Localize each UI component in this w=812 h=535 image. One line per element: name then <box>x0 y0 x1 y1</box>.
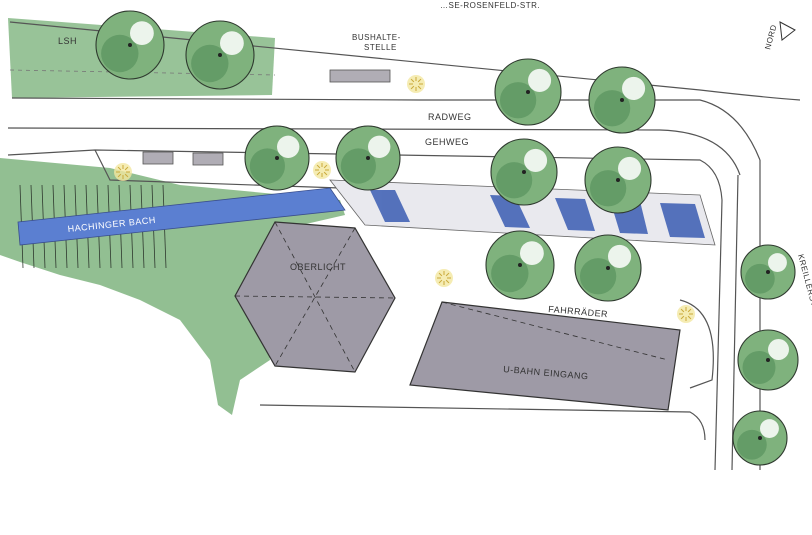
radweg-edge-bottom <box>7 149 723 201</box>
tree-icon <box>485 230 555 300</box>
tree-icon <box>584 146 652 214</box>
radweg-label: RADWEG <box>428 112 472 122</box>
tree-icon <box>588 66 656 134</box>
bench-2 <box>192 152 224 166</box>
oberlicht-label: OBERLICHT <box>290 262 346 272</box>
tree-icon <box>574 234 642 302</box>
ubahn-entrance <box>409 301 681 411</box>
plaza-bottom <box>259 404 706 441</box>
bench-busstop <box>329 69 391 83</box>
tree-icon <box>95 10 165 80</box>
radweg-edge-top <box>7 127 741 176</box>
lamps-layer <box>114 75 695 323</box>
bench-1 <box>142 151 174 165</box>
tree-icon <box>740 244 796 300</box>
street-lamp-icon <box>114 163 132 181</box>
tree-icon <box>490 138 558 206</box>
gehweg-label: GEHWEG <box>425 137 469 147</box>
tree-icon <box>335 125 401 191</box>
kreiller-mid <box>731 174 739 471</box>
tree-icon <box>737 329 799 391</box>
road-top-lower <box>11 97 761 161</box>
tree-icon <box>244 125 310 191</box>
busstop-label-2: STELLE <box>364 43 397 52</box>
oberlicht-skylight <box>234 221 396 373</box>
kreiller-label: KREILLERSTR. <box>796 253 812 316</box>
street-name-top: …SE-ROSENFELD-STR. <box>440 1 540 10</box>
hachinger-bach-creek <box>17 187 346 246</box>
busstop-label-1: BUSHALTE- <box>352 33 401 42</box>
street-lamp-icon <box>677 305 695 323</box>
road-top-edge <box>9 21 801 101</box>
trees-layer <box>95 10 799 466</box>
kreiller-west <box>714 199 723 471</box>
tree-icon <box>732 410 788 466</box>
tree-icon <box>494 58 562 126</box>
street-lamp-icon <box>407 75 425 93</box>
plaza-edge <box>679 299 714 389</box>
north-label: NORD <box>763 23 778 50</box>
street-lamp-icon <box>435 269 453 287</box>
lsh-label: LSH <box>58 36 77 46</box>
north-arrow-icon <box>779 21 796 41</box>
street-lamp-icon <box>313 161 331 179</box>
tree-icon <box>185 20 255 90</box>
